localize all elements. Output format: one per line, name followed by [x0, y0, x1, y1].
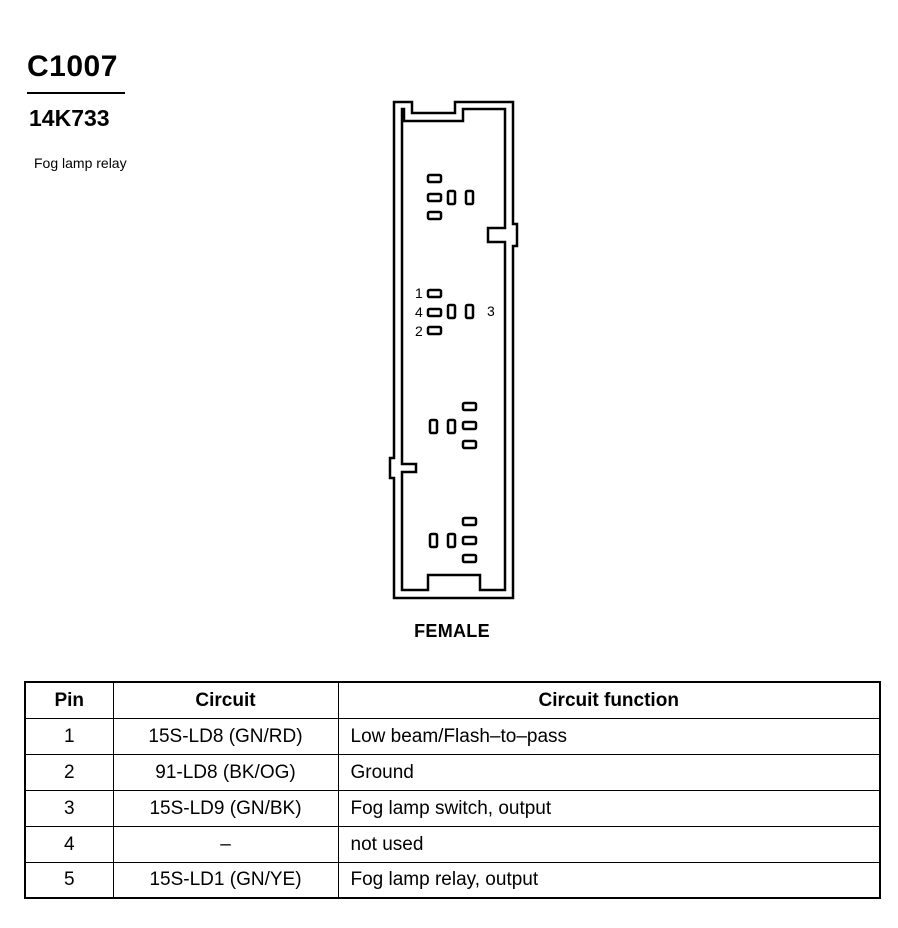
column-header-circuit-function: Circuit function	[337, 681, 881, 719]
cavity	[446, 303, 457, 320]
cavity-group-1	[426, 173, 475, 221]
pin-label-2: 2	[415, 323, 423, 339]
function-cell: Fog lamp relay, output	[337, 861, 881, 899]
column-header-circuit: Circuit	[112, 681, 339, 719]
function-cell: Ground	[337, 753, 881, 791]
cavity-pin-2	[426, 325, 443, 336]
pin-cell: 4	[24, 825, 114, 863]
circuit-cell: 15S-LD9 (GN/BK)	[112, 789, 339, 827]
pin-label-4: 4	[415, 304, 423, 320]
table-row: 5 15S-LD1 (GN/YE) Fog lamp relay, output	[24, 861, 881, 899]
column-header-pin: Pin	[24, 681, 114, 719]
pin-cell: 5	[24, 861, 114, 899]
connector-id-title: C1007	[27, 50, 118, 83]
cavity	[461, 420, 478, 431]
title-underline	[27, 92, 125, 94]
circuit-cell: 91-LD8 (BK/OG)	[112, 753, 339, 791]
cavity	[428, 532, 439, 549]
part-number: 14K733	[29, 105, 110, 131]
cavity	[461, 439, 478, 450]
cavity	[464, 189, 475, 206]
connector-description: Fog lamp relay	[34, 155, 127, 171]
connector-face-diagram: 1 4 2 3	[388, 100, 519, 600]
cavity	[461, 535, 478, 546]
pinout-table: Pin Circuit Circuit function 1 15S-LD8 (…	[24, 681, 881, 899]
cavity	[461, 516, 478, 527]
cavity-group-3	[428, 401, 478, 450]
pin-cell: 1	[24, 717, 114, 755]
connector-housing-inner	[400, 107, 507, 592]
pin-labels: 1 4 2 3	[415, 285, 495, 339]
pin-label-3: 3	[487, 303, 495, 319]
connector-housing-outer	[388, 100, 519, 600]
circuit-cell: 15S-LD8 (GN/RD)	[112, 717, 339, 755]
cavity	[426, 192, 443, 203]
table-header-row: Pin Circuit Circuit function	[24, 681, 881, 719]
function-cell: Low beam/Flash–to–pass	[337, 717, 881, 755]
table-row: 3 15S-LD9 (GN/BK) Fog lamp switch, outpu…	[24, 789, 881, 827]
cavity-pin-4	[426, 307, 443, 318]
cavity	[446, 418, 457, 435]
cavity-pin-3	[464, 303, 475, 320]
pin-label-1: 1	[415, 285, 423, 301]
table-row: 1 15S-LD8 (GN/RD) Low beam/Flash–to–pass	[24, 717, 881, 755]
function-cell: not used	[337, 825, 881, 863]
cavity-pin-1	[426, 288, 443, 299]
circuit-cell: –	[112, 825, 339, 863]
cavity	[446, 532, 457, 549]
table-row: 4 – not used	[24, 825, 881, 863]
circuit-cell: 15S-LD1 (GN/YE)	[112, 861, 339, 899]
pin-cell: 3	[24, 789, 114, 827]
cavity	[426, 173, 443, 184]
cavity	[461, 401, 478, 412]
cavity	[426, 210, 443, 221]
pin-cell: 2	[24, 753, 114, 791]
cavity	[428, 418, 439, 435]
connector-gender-label: FEMALE	[414, 621, 490, 641]
cavity	[461, 553, 478, 564]
table-row: 2 91-LD8 (BK/OG) Ground	[24, 753, 881, 791]
cavity	[446, 189, 457, 206]
function-cell: Fog lamp switch, output	[337, 789, 881, 827]
cavity-group-4	[428, 516, 478, 564]
cavity-group-2	[426, 288, 475, 336]
